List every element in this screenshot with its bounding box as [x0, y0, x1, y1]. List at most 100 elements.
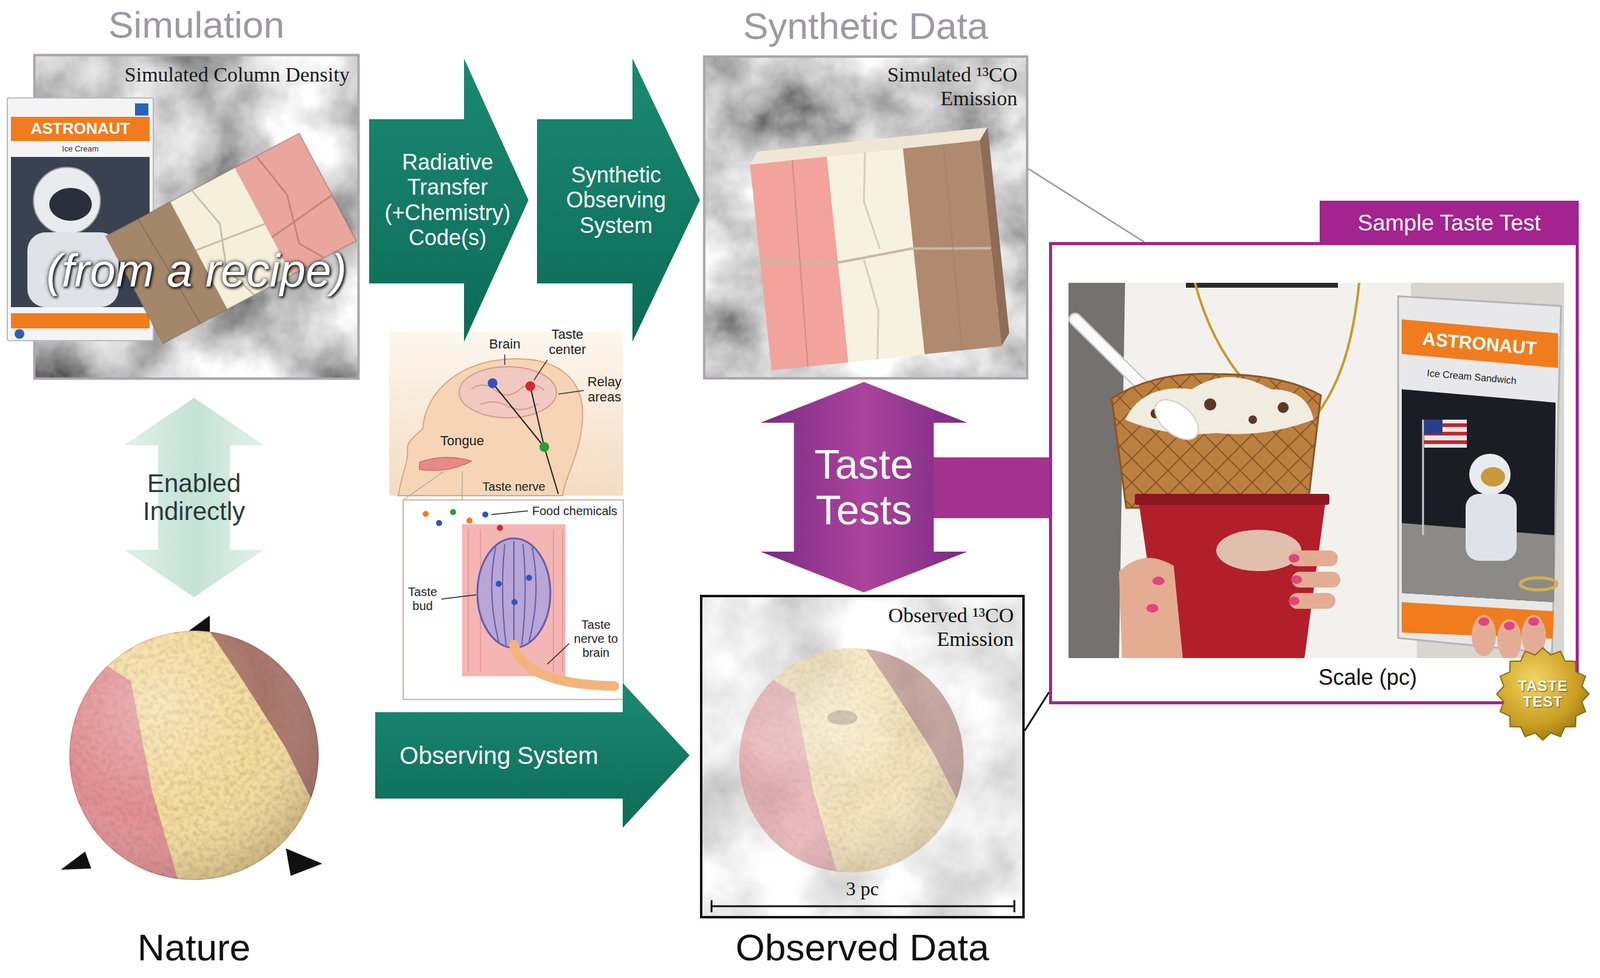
- taste-test-bar: [929, 457, 1051, 519]
- taste-bud-inset: [450, 509, 457, 516]
- taste-head-illustration: [398, 358, 583, 496]
- taste-head-illustration: [539, 442, 550, 452]
- taste-test-badge: TASTE TEST: [1496, 647, 1590, 741]
- astronaut-package: [14, 329, 25, 339]
- scale-bar: [711, 905, 1015, 908]
- anatomy-label: Taste nerve to brain: [571, 617, 621, 660]
- taste-test-photo: [1291, 571, 1341, 588]
- taste-test-photo: [1497, 619, 1522, 659]
- taste-test-photo: [1216, 529, 1302, 572]
- anatomy-label: Taste nerve: [477, 479, 550, 494]
- synthetic-clouds: [703, 55, 1029, 380]
- taste-test-photo: [1289, 550, 1338, 567]
- scoop-outline: [69, 631, 319, 880]
- taste-bud-inset: [526, 574, 533, 581]
- anatomy-label: Taste bud: [404, 585, 441, 613]
- taste-bud-inset: [496, 524, 503, 531]
- synthetic-data-panel: Synthetic DataSimulated ¹³CO Emission: [703, 55, 1029, 380]
- taste-bud-inset: [441, 510, 570, 665]
- taste-test-photo: [1401, 319, 1559, 368]
- taste-test-photo: [1111, 374, 1321, 509]
- panel-heading: Simulation: [15, 3, 378, 47]
- taste-test-photo: [1248, 415, 1258, 424]
- ice-cream-brick: [105, 133, 357, 344]
- astronaut-package: [7, 97, 154, 341]
- taste-test-photo: [1068, 282, 1565, 659]
- taste-head-illustration: [504, 354, 584, 395]
- observed-clouds: [725, 634, 978, 887]
- nature-scoop: [54, 615, 334, 896]
- astronaut-package: [49, 187, 92, 221]
- node-shape: [69, 630, 319, 880]
- package-brand: ASTRONAUT: [1409, 327, 1551, 361]
- panel-caption: Simulated Column Density: [124, 62, 350, 87]
- astronaut-package: [10, 313, 150, 329]
- panel-caption: Simulated ¹³CO Emission: [853, 62, 1018, 111]
- taste-test-photo: [1422, 419, 1425, 536]
- synthetic-brick: [852, 152, 891, 360]
- taste-test-photo: [1424, 419, 1443, 435]
- scale-label: 3 pc: [702, 877, 1023, 901]
- taste-head-illustration: [492, 383, 559, 494]
- taste-test-photo: [1068, 282, 1565, 659]
- simulation-panel: SimulationSimulated Column Density(from …: [33, 54, 360, 380]
- anatomy-label: Food chemicals: [529, 504, 621, 519]
- arrow-label: Radiative Transfer (+Chemistry) Code(s): [374, 149, 522, 251]
- taste-test-photo: [1480, 467, 1506, 487]
- nature-scoop: [285, 848, 323, 876]
- synthetic-clouds: [703, 55, 1029, 380]
- process-arrow: Radiative Transfer (+Chemistry) Code(s): [369, 58, 529, 342]
- edge-label: Observing System: [383, 741, 615, 769]
- panel-tab: Sample Taste Test: [1319, 200, 1579, 246]
- anatomy-label: Tongue: [434, 432, 490, 449]
- taste-bud-inset: [403, 499, 624, 700]
- synthetic-brick: [786, 144, 966, 367]
- sample-panel: Sample Taste TestScale (pc)TASTE TEST: [1049, 242, 1579, 705]
- axis-label: Scale (pc): [1306, 664, 1429, 690]
- edge-label: Taste Tests: [797, 441, 932, 533]
- observed-clouds: [699, 594, 1025, 919]
- taste-test-photo: [1528, 617, 1540, 626]
- process-arrow: Synthetic Observing System: [536, 58, 700, 342]
- taste-test-photo: [1118, 557, 1183, 659]
- leader-line: [1024, 692, 1050, 731]
- synthetic-brick: [748, 127, 1011, 371]
- panel-caption: Observed ¹³CO Emission: [849, 603, 1014, 651]
- observed-clouds: [827, 710, 858, 725]
- taste-bud-inset: [466, 517, 473, 524]
- observed-data-panel: Observed DataObserved ¹³CO Emission3 pc: [699, 594, 1025, 919]
- taste-bud-inset: [422, 510, 429, 517]
- scale-bar: [710, 900, 713, 913]
- block-arrow: [375, 682, 690, 828]
- taste-bud-inset: [491, 541, 537, 645]
- arrow-shape: [536, 58, 700, 342]
- taste-test-photo: [1288, 554, 1300, 563]
- taste-test-photo: [1125, 377, 1314, 435]
- scale-bar: [1013, 900, 1016, 913]
- taste-head-illustration: [403, 471, 463, 500]
- arrow-shape: [369, 58, 529, 342]
- taste-head-illustration: [459, 366, 557, 418]
- taste-test-photo: [1146, 603, 1159, 613]
- taste-test-photo: [1424, 419, 1467, 448]
- taste-test-photo: [1503, 621, 1515, 631]
- scale-bar: [711, 900, 1015, 913]
- package-text: Ice Cream: [34, 144, 126, 154]
- block-arrow: [760, 381, 968, 593]
- taste-test-photo: [1478, 617, 1490, 626]
- taste-test-photo: [1520, 577, 1557, 590]
- taste-test-photo: [1465, 493, 1517, 561]
- taste-test-photo: [1291, 575, 1303, 584]
- badge-text: TASTE TEST: [1506, 678, 1580, 711]
- edge-label: Enabled Indirectly: [127, 469, 261, 526]
- taste-test-photo: [1471, 614, 1497, 657]
- nature-scoop: Nature: [69, 630, 319, 880]
- taste-head-illustration: [525, 381, 536, 392]
- taste-test-photo: [1288, 596, 1300, 606]
- taste-bud-inset: [511, 599, 518, 606]
- anatomy-label: Relay areas: [585, 374, 624, 406]
- taste-test-photo: [1277, 401, 1289, 413]
- taste-test-photo: [1152, 576, 1165, 586]
- taste-bud-inset: [403, 499, 624, 700]
